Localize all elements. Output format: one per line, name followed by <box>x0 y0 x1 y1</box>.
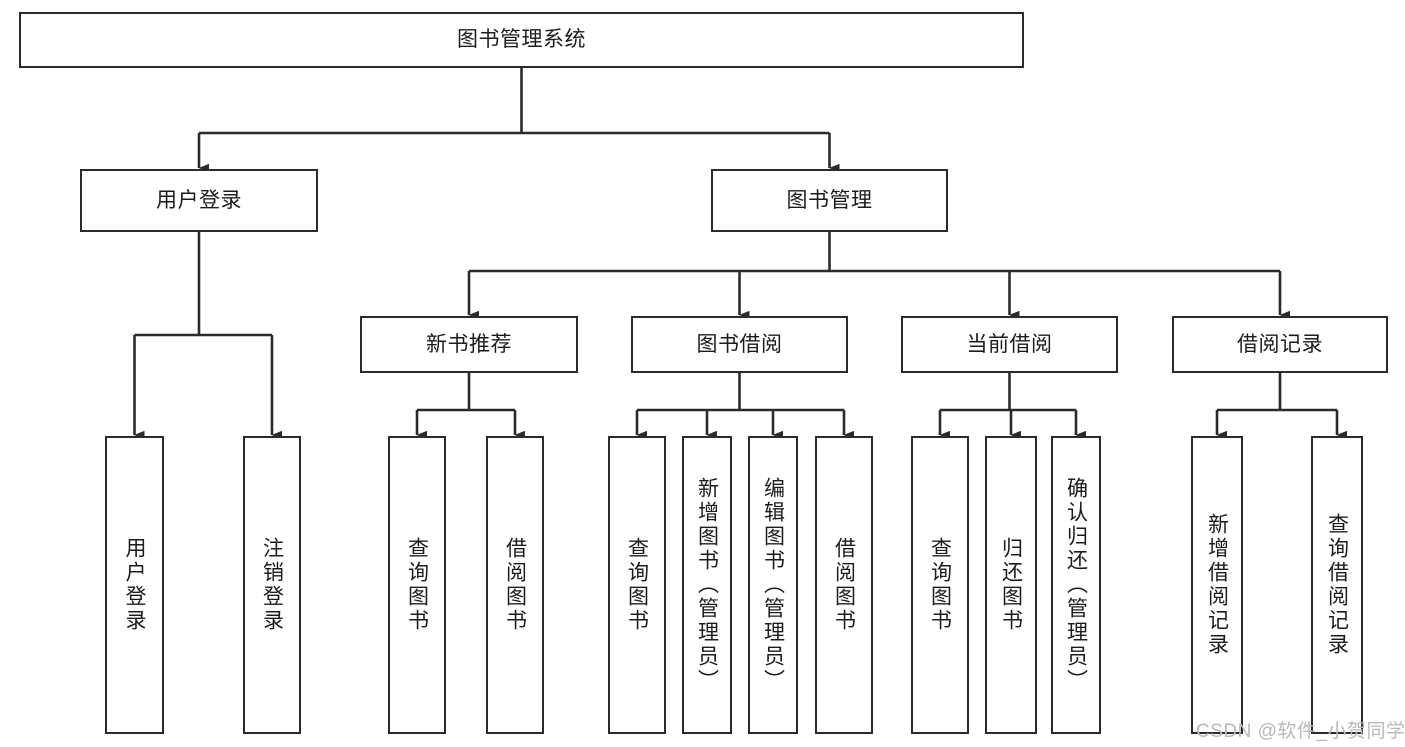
node-leaf-rec-borrow[interactable]: 借阅图书 <box>486 436 544 734</box>
node-leaf-rec-query-label: 查询图书 <box>405 537 429 633</box>
node-leaf-user-login-label: 用户登录 <box>123 537 146 633</box>
node-leaf-borrow-query[interactable]: 查询图书 <box>608 436 666 734</box>
node-new-book-rec[interactable]: 新书推荐 <box>360 316 578 373</box>
node-leaf-cur-return[interactable]: 归还图书 <box>985 436 1037 734</box>
node-new-book-rec-label: 新书推荐 <box>426 332 512 356</box>
node-borrow-record[interactable]: 借阅记录 <box>1172 316 1388 373</box>
node-current-borrow-label: 当前借阅 <box>966 332 1053 356</box>
node-leaf-borrow-add-label: 新增图书（管理员） <box>695 477 719 693</box>
node-leaf-rec-add[interactable]: 新增借阅记录 <box>1191 436 1243 734</box>
node-leaf-cur-confirm-label: 确认归还（管理员） <box>1064 477 1088 693</box>
node-leaf-rec-query[interactable]: 查询图书 <box>388 436 446 734</box>
node-leaf-borrow-edit-label: 编辑图书（管理员） <box>761 477 785 693</box>
node-leaf-cur-query-label: 查询图书 <box>928 537 952 633</box>
node-leaf-borrow-query-label: 查询图书 <box>625 537 649 633</box>
node-borrow-record-label: 借阅记录 <box>1237 332 1323 356</box>
node-leaf-rec-query2[interactable]: 查询借阅记录 <box>1311 436 1363 734</box>
node-leaf-rec-borrow-label: 借阅图书 <box>503 537 527 633</box>
node-book-manage[interactable]: 图书管理 <box>711 169 948 232</box>
node-book-manage-label: 图书管理 <box>786 188 873 212</box>
node-user-login[interactable]: 用户登录 <box>80 169 318 232</box>
node-book-borrow[interactable]: 图书借阅 <box>631 316 848 373</box>
node-current-borrow[interactable]: 当前借阅 <box>901 316 1118 373</box>
node-book-borrow-label: 图书借阅 <box>696 332 783 356</box>
node-leaf-borrow-edit[interactable]: 编辑图书（管理员） <box>748 436 798 734</box>
node-leaf-user-login[interactable]: 用户登录 <box>105 436 164 734</box>
node-leaf-cur-query[interactable]: 查询图书 <box>911 436 969 734</box>
node-leaf-borrow-add[interactable]: 新增图书（管理员） <box>682 436 732 734</box>
node-root[interactable]: 图书管理系统 <box>19 12 1024 68</box>
node-leaf-borrow-do-label: 借阅图书 <box>832 537 856 633</box>
node-leaf-user-logout-label: 注销登录 <box>260 537 284 633</box>
node-leaf-user-logout[interactable]: 注销登录 <box>243 436 301 734</box>
node-root-label: 图书管理系统 <box>457 28 586 52</box>
node-leaf-cur-confirm[interactable]: 确认归还（管理员） <box>1051 436 1101 734</box>
node-leaf-borrow-do[interactable]: 借阅图书 <box>815 436 873 734</box>
node-leaf-rec-add-label: 新增借阅记录 <box>1205 513 1229 657</box>
node-leaf-rec-query2-label: 查询借阅记录 <box>1325 513 1349 657</box>
node-user-login-label: 用户登录 <box>156 188 242 212</box>
node-leaf-cur-return-label: 归还图书 <box>999 537 1023 633</box>
